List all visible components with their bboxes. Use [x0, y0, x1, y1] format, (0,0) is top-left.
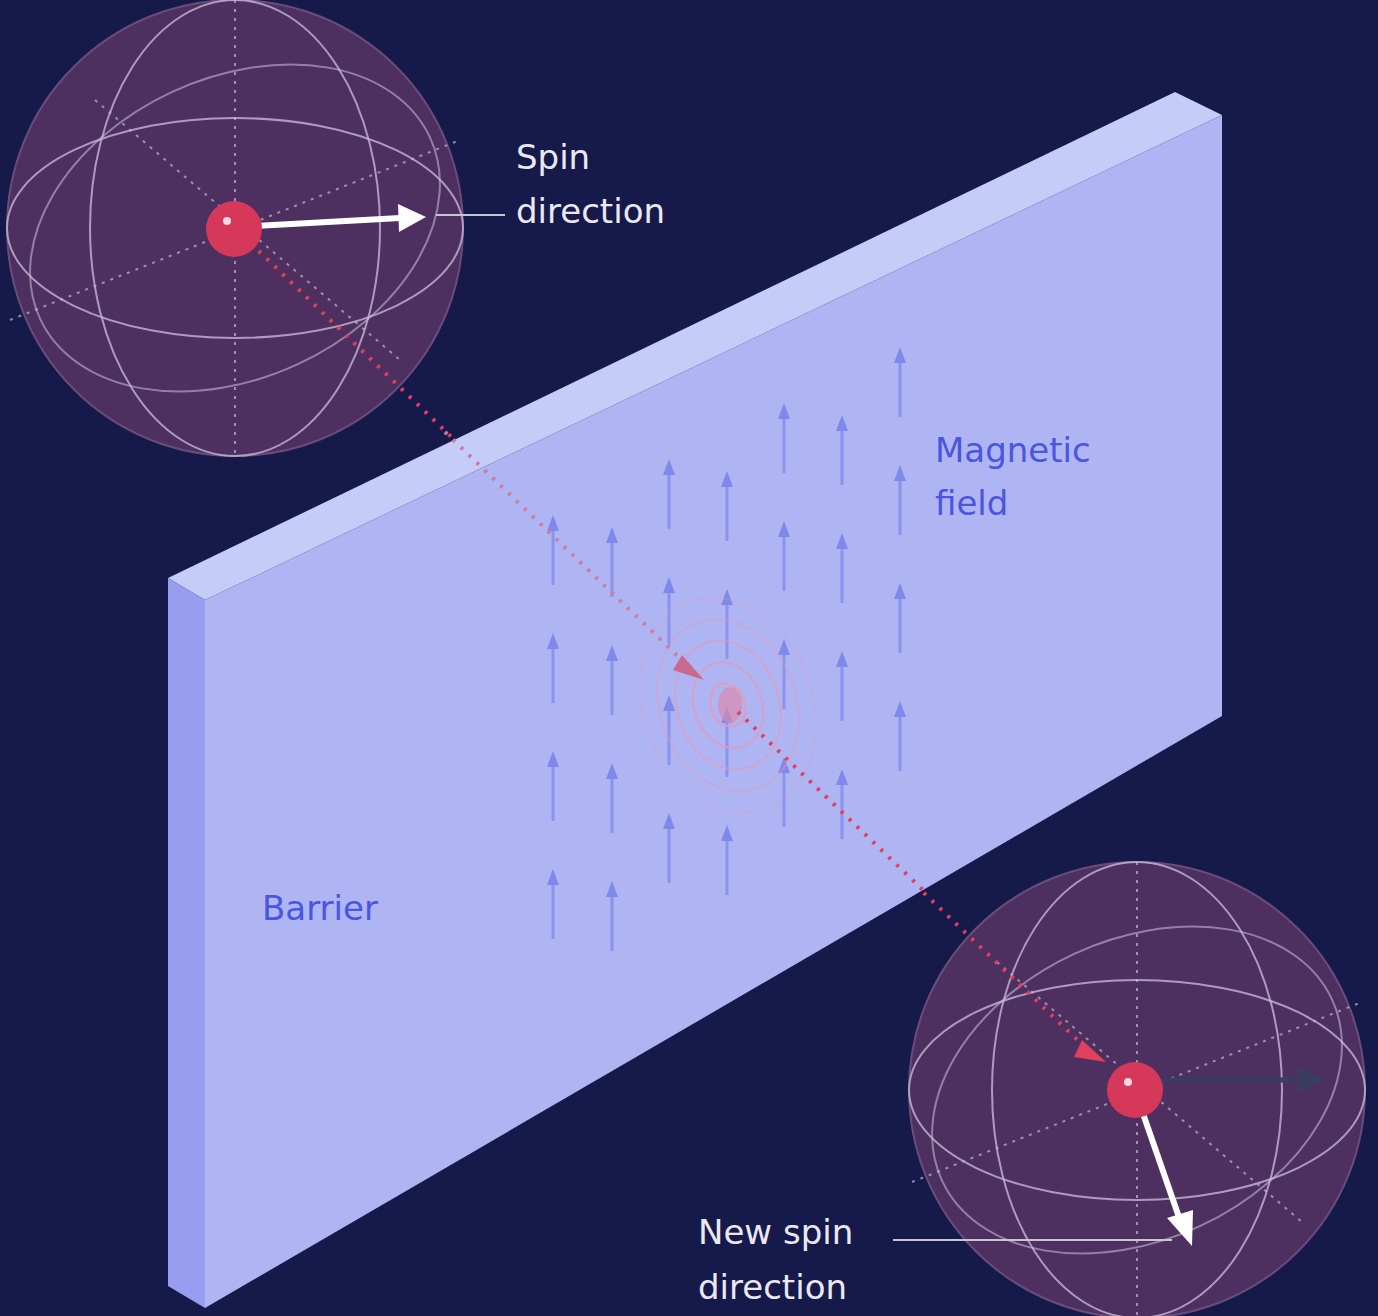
arrowhead: [398, 204, 426, 232]
leader-line: [436, 214, 505, 216]
spin-sphere: [0, 0, 493, 456]
particle: [206, 201, 262, 257]
spin-arrow: [255, 218, 400, 226]
arrowhead: [1074, 1040, 1106, 1062]
barrier-shape: [168, 92, 1222, 1310]
spin-sphere: [879, 862, 1378, 1316]
old-spin-arrow: [1160, 1078, 1300, 1083]
callout-label: New spin direction: [698, 1205, 898, 1314]
leader-line: [893, 1239, 1172, 1241]
callout-label: Spin direction: [516, 130, 716, 239]
spin-arrow: [1140, 1105, 1180, 1220]
field-label: Magnetic field: [935, 424, 1155, 529]
particle: [1107, 1062, 1163, 1118]
barrier-label: Barrier: [262, 882, 462, 935]
particle-path: [235, 228, 470, 455]
particle-path: [900, 870, 1090, 1052]
barrier-slab: Magnetic fieldBarrier: [168, 92, 1222, 1310]
